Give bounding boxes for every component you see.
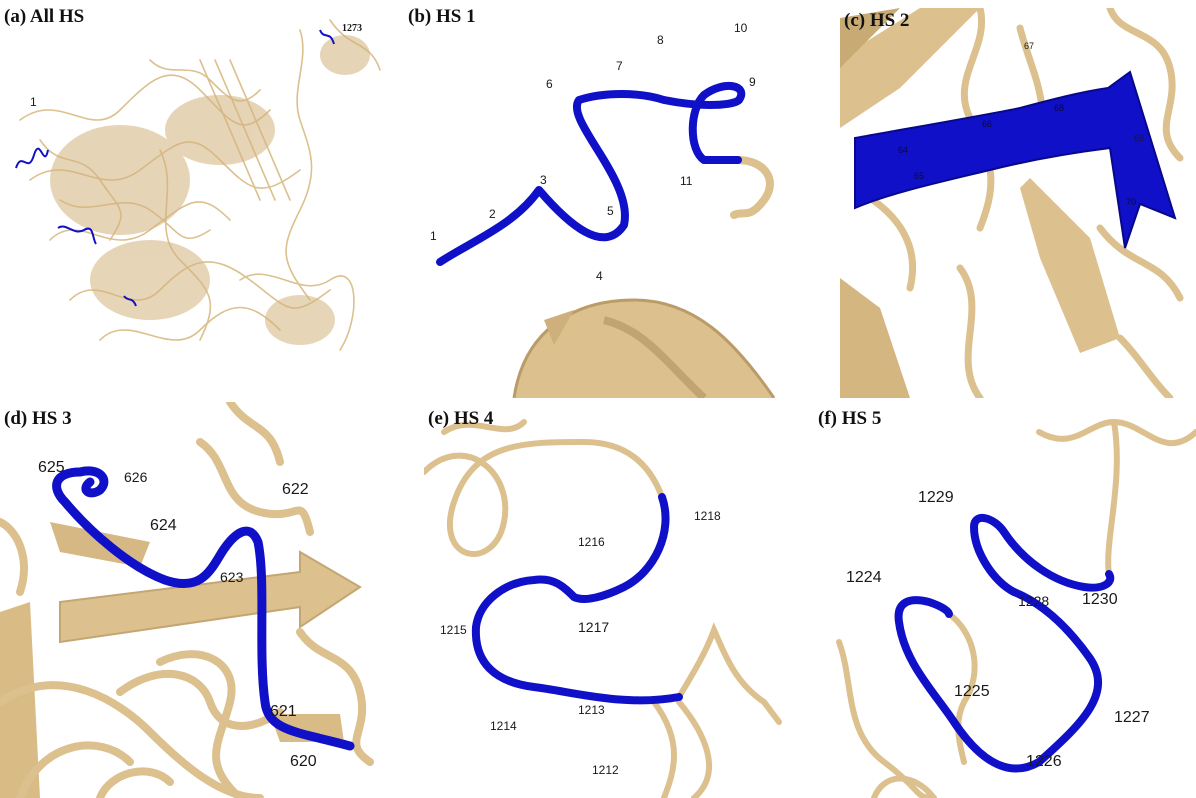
residue-label: 624 [150,518,177,534]
residue-label: 65 [914,172,924,181]
residue-label: 625 [38,460,65,476]
panel-c-title: (c) HS 2 [844,10,909,32]
residue-label: 64 [898,146,908,155]
hotspot-1-structure-image [404,0,784,398]
hotspot-5-structure-image [814,402,1196,798]
panel-e-title: (e) HS 4 [428,408,493,430]
panel-b-title: (b) HS 1 [408,6,476,28]
residue-label: 1215 [440,624,467,636]
panel-d-title: (d) HS 3 [4,408,72,430]
residue-label: 5 [607,205,614,217]
residue-label: 1228 [1018,594,1049,608]
residue-label: 2 [489,208,496,220]
residue-label: 11 [680,175,692,187]
residue-label: 621 [270,704,297,720]
residue-label: 1273 [342,24,362,34]
residue-label: 622 [282,482,309,498]
residue-label: 66 [982,120,992,129]
residue-label: 623 [220,570,243,584]
residue-label: 626 [124,470,147,484]
residue-label: 4 [596,270,603,282]
residue-label: 8 [657,34,664,46]
residue-label: 70 [1126,198,1136,207]
panel-e-hotspot-4: (e) HS 4 1218 1216 1217 1215 1214 1213 1… [424,402,804,798]
residue-label: 1218 [694,510,721,522]
residue-label: 68 [1054,104,1064,113]
residue-label: 1 [430,230,437,242]
residue-label: 1217 [578,620,609,634]
hotspot-4-structure-image [424,402,804,798]
residue-label: 1229 [918,490,954,506]
residue-label: 1225 [954,684,990,700]
panel-a-title: (a) All HS [4,6,84,28]
hotspot-2-structure-image [840,8,1190,398]
residue-label: 1216 [578,536,605,548]
residue-label: 620 [290,754,317,770]
panel-b-hotspot-1: (b) HS 1 1 2 3 4 5 6 7 8 9 10 11 [404,0,784,398]
panel-a-all-hotspots: (a) All HS 1 1273 [0,0,398,398]
residue-label: 1214 [490,720,517,732]
residue-label: 1227 [1114,710,1150,726]
all-hotspots-structure-image [0,0,398,398]
panel-f-hotspot-5: (f) HS 5 1229 1224 1228 1230 1225 1227 1… [814,402,1196,798]
panel-d-hotspot-3: (d) HS 3 625 626 624 622 623 621 620 [0,402,398,798]
residue-label: 1 [30,96,37,108]
residue-label: 69 [1134,134,1144,143]
residue-label: 10 [734,22,747,34]
residue-label: 1213 [578,704,605,716]
panel-c-hotspot-2: (c) HS 2 67 64 65 66 68 69 70 [840,8,1190,398]
panel-f-title: (f) HS 5 [818,408,881,430]
residue-label: 67 [1024,42,1034,51]
residue-label: 6 [546,78,553,90]
residue-label: 1224 [846,570,882,586]
residue-label: 3 [540,174,547,186]
residue-label: 1212 [592,764,619,776]
residue-label: 1226 [1026,754,1062,770]
residue-label: 9 [749,76,756,88]
residue-label: 7 [616,60,623,72]
residue-label: 1230 [1082,592,1118,608]
